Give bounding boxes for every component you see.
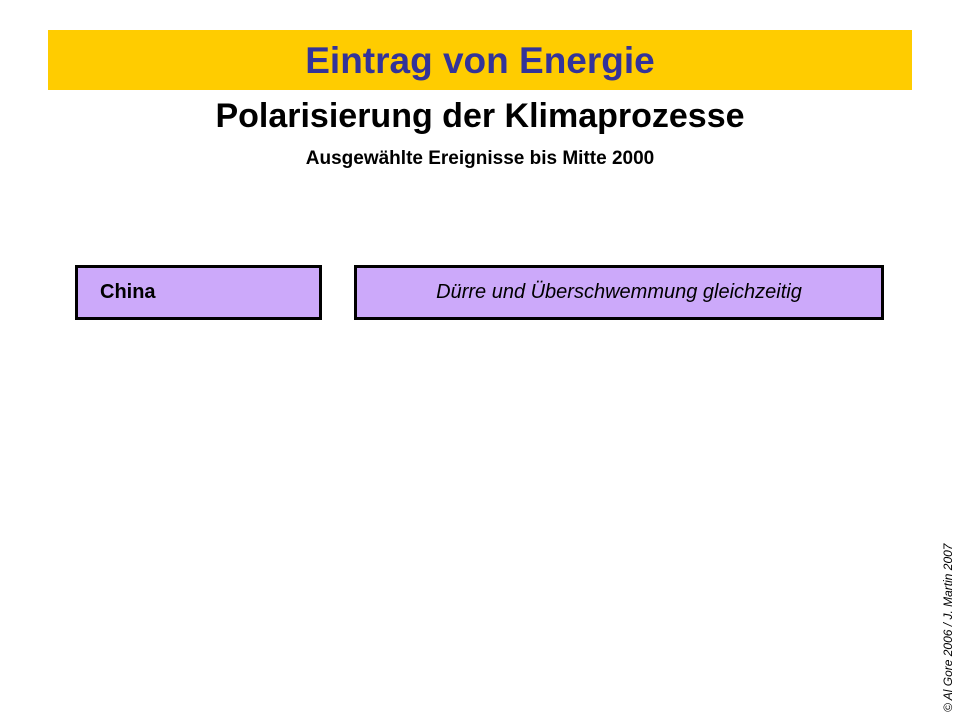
credit-container: © Al Gore 2006 / J. Martin 2007: [934, 490, 960, 720]
event-description-box[interactable]: Dürre und Überschwemmung gleichzeitig: [354, 265, 884, 320]
event-region-label: China: [100, 281, 156, 303]
title-banner: Eintrag von Energie: [48, 30, 912, 90]
copyright-credit: © Al Gore 2006 / J. Martin 2007: [941, 543, 955, 712]
slide-title: Eintrag von Energie: [305, 39, 655, 81]
slide-sub-subtitle: Ausgewählte Ereignisse bis Mitte 2000: [305, 148, 655, 169]
event-region-box[interactable]: China: [75, 265, 322, 320]
event-description-label: Dürre und Überschwemmung gleichzeitig: [436, 281, 802, 303]
slide-subtitle: Polarisierung der Klimaprozesse: [215, 97, 745, 135]
